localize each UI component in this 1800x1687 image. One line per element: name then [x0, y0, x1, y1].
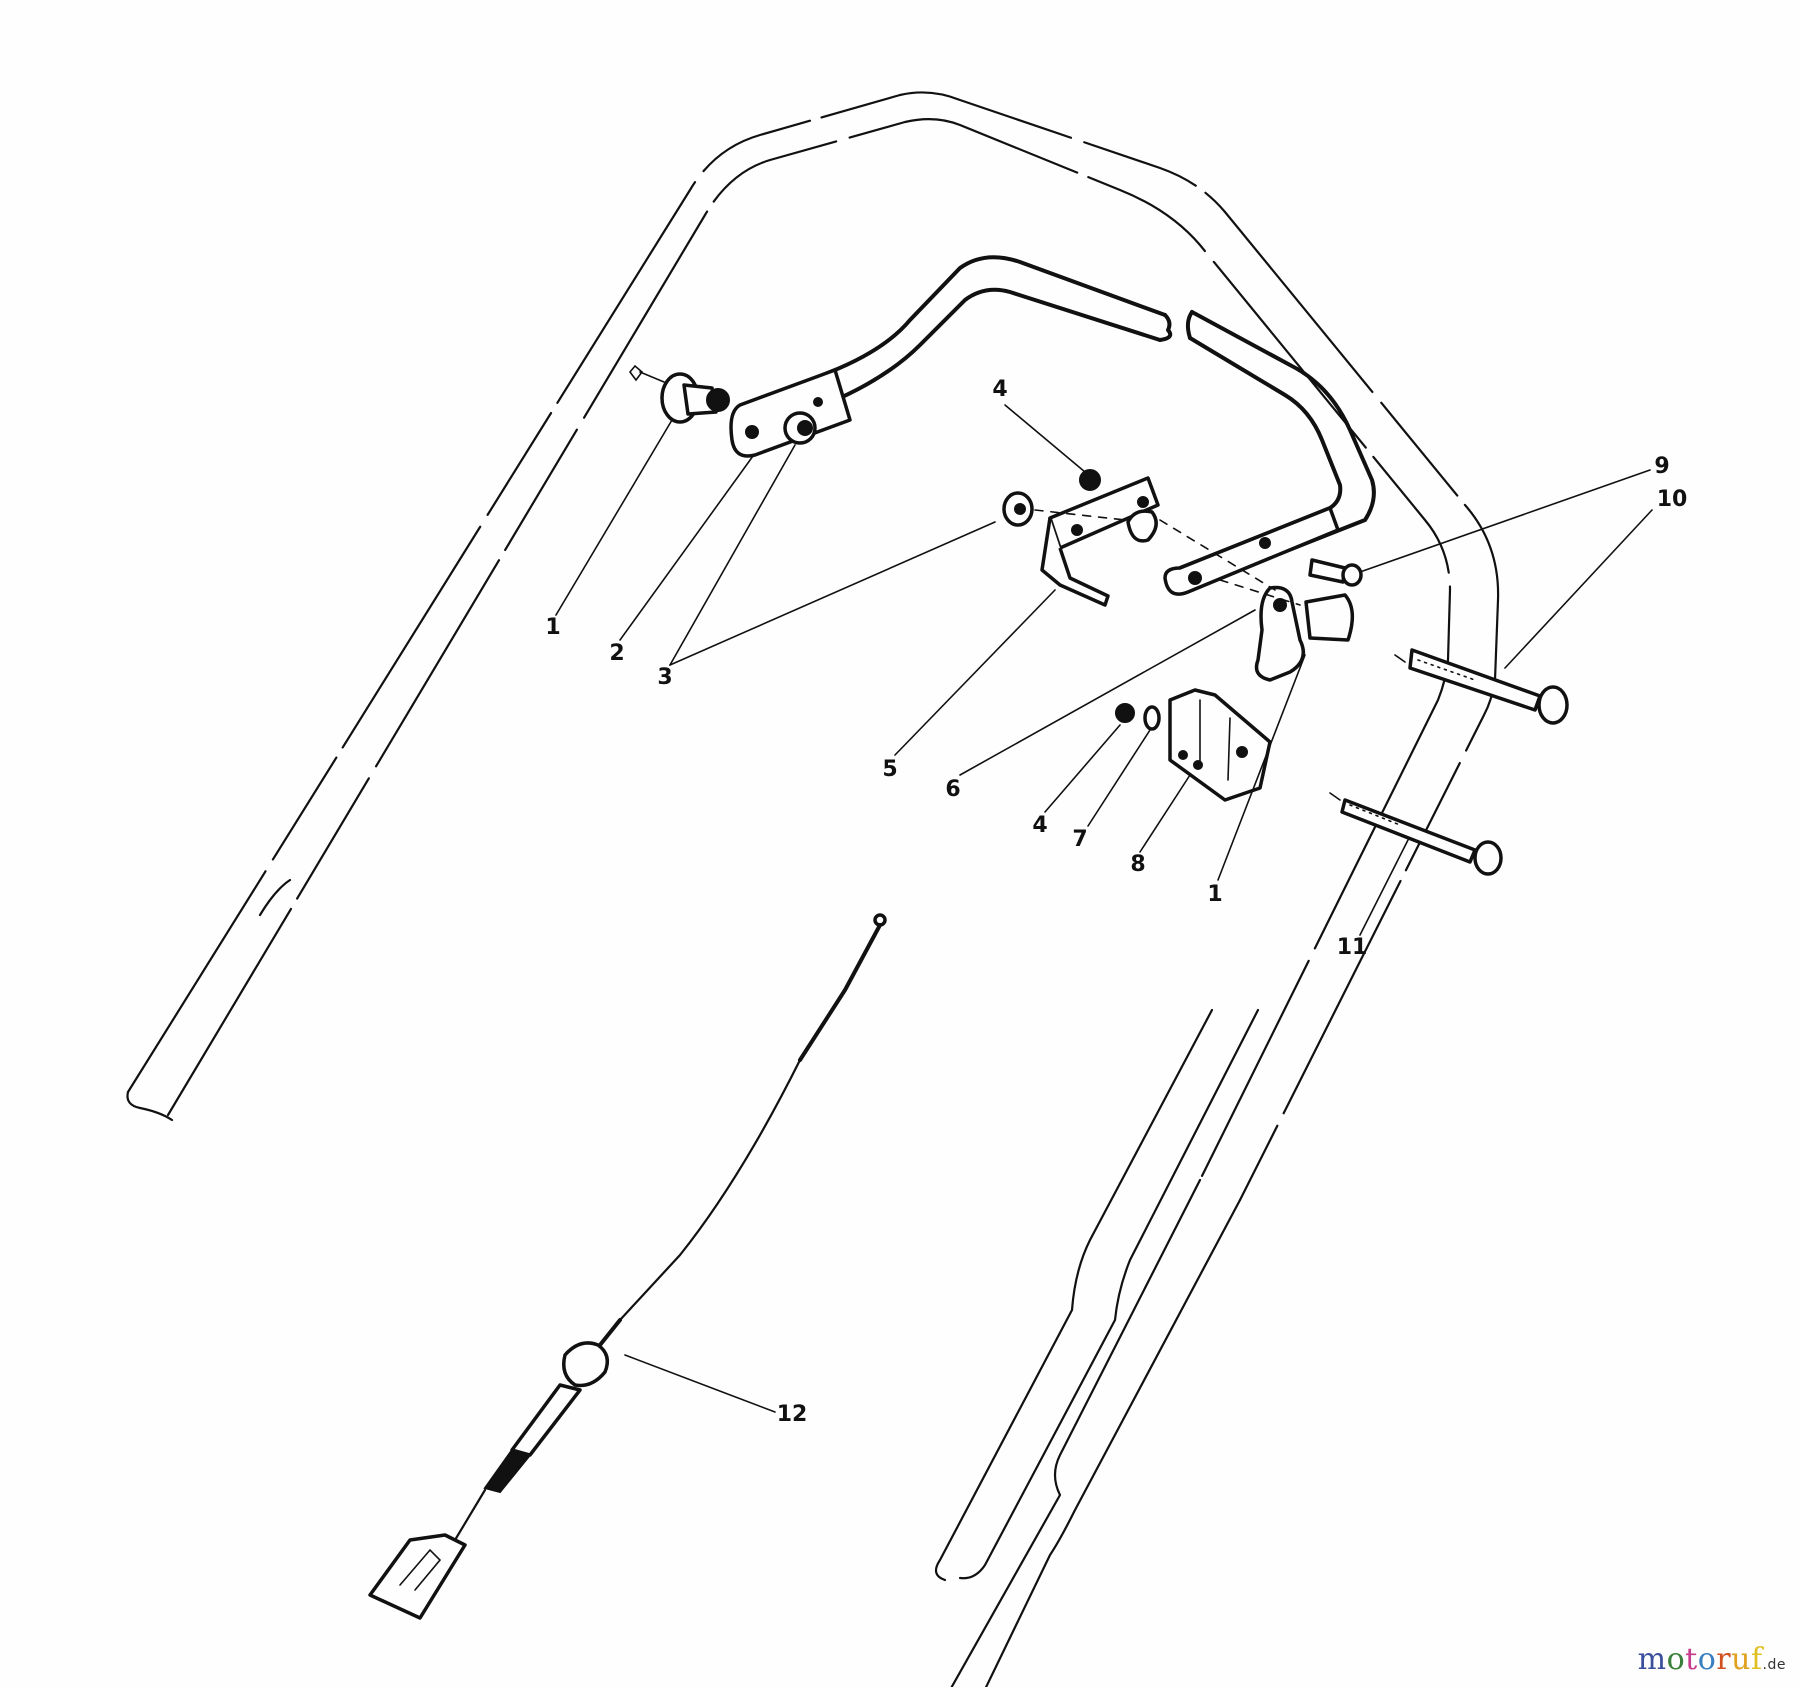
callout-9: 9 [1654, 454, 1670, 479]
locknut-left [783, 411, 817, 445]
callout-4-upper: 4 [992, 377, 1008, 402]
handle-lower-right-leg [934, 1008, 1260, 1582]
control-bail [729, 255, 1376, 596]
main-handle-outline [126, 91, 1500, 1687]
motoruf-watermark: motoruf.de [1638, 1642, 1786, 1677]
callout-1-lower: 1 [1207, 882, 1223, 907]
watermark-letter: o [1697, 1642, 1717, 1677]
callout-3: 3 [657, 665, 673, 690]
callout-6: 6 [945, 777, 961, 802]
watermark-letter: m [1637, 1642, 1667, 1677]
watermark-suffix: .de [1762, 1657, 1786, 1673]
watermark-letter: u [1731, 1642, 1751, 1677]
callout-8: 8 [1130, 852, 1146, 877]
nut-upper [1079, 469, 1101, 491]
watermark-letter: r [1716, 1642, 1732, 1677]
leader-lines [555, 404, 1653, 1413]
callout-10: 10 [1656, 487, 1688, 512]
carriage-bolt-11 [1329, 792, 1503, 876]
watermark-letter: f [1750, 1642, 1763, 1677]
callout-12: 12 [776, 1402, 808, 1427]
spacer-right [1002, 491, 1034, 527]
screw-9 [1308, 558, 1363, 587]
callout-5: 5 [882, 757, 898, 782]
watermark-letter: t [1685, 1642, 1698, 1677]
control-bracket [1040, 476, 1160, 607]
callout-4-lower: 4 [1032, 813, 1048, 838]
control-cable [368, 913, 887, 1620]
callout-1-upper: 1 [545, 615, 561, 640]
callout-2: 2 [609, 641, 625, 666]
carriage-bolt-10 [1394, 648, 1569, 725]
callout-11: 11 [1336, 935, 1368, 960]
watermark-letter: o [1666, 1642, 1686, 1677]
bushing-left [628, 364, 730, 424]
cable-clamp-block [1115, 688, 1272, 802]
callout-7: 7 [1072, 827, 1088, 852]
cable-lever [1254, 585, 1355, 682]
